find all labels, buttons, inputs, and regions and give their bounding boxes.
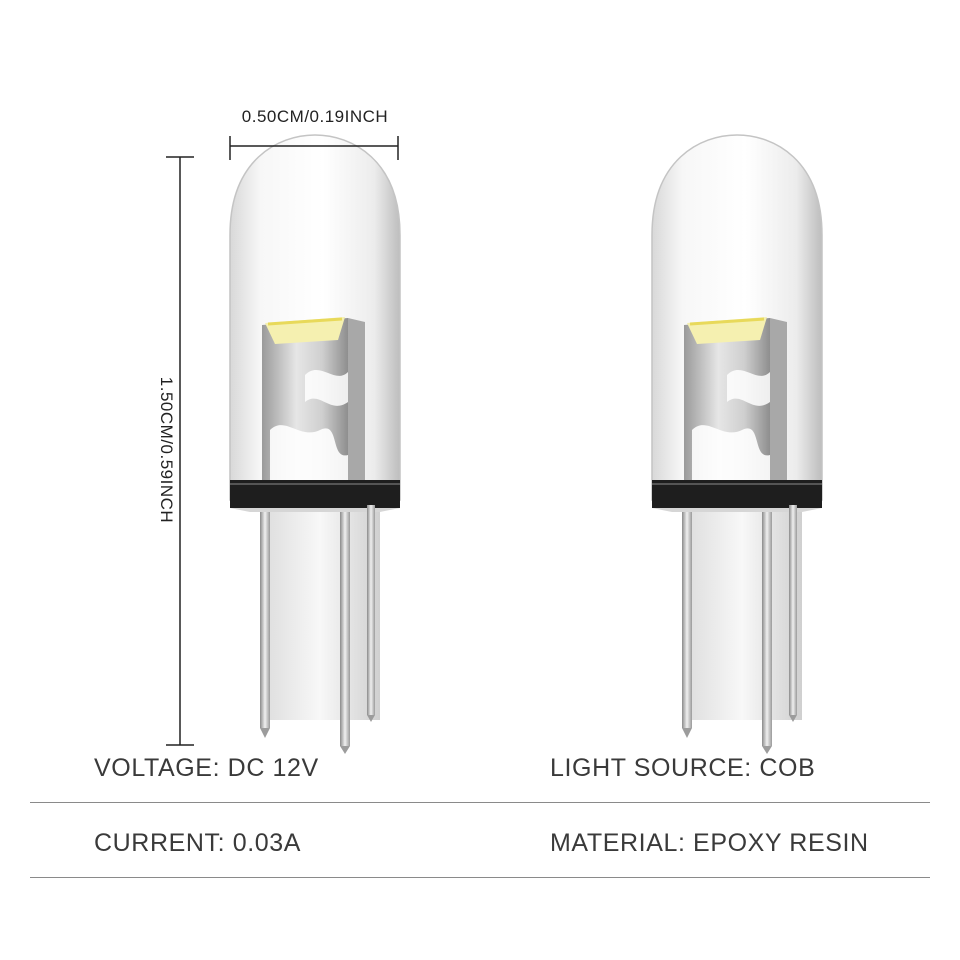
width-label: 0.50CM/0.19INCH: [241, 107, 389, 126]
width-dimension-line: [229, 136, 399, 160]
led-bulb-left: [228, 133, 402, 756]
height-label: 1.50CM/0.59INCH: [157, 376, 176, 524]
light-source-spec: LIGHT SOURCE: COB: [550, 754, 816, 782]
divider-top: [30, 802, 930, 803]
voltage-spec: VOLTAGE: DC 12V: [94, 754, 319, 782]
led-bulb-right: [650, 133, 824, 756]
current-spec: CURRENT: 0.03A: [94, 829, 302, 857]
height-dimension-line: [166, 156, 194, 746]
divider-bottom: [30, 877, 930, 878]
material-spec: MATERIAL: EPOXY RESIN: [550, 829, 869, 857]
